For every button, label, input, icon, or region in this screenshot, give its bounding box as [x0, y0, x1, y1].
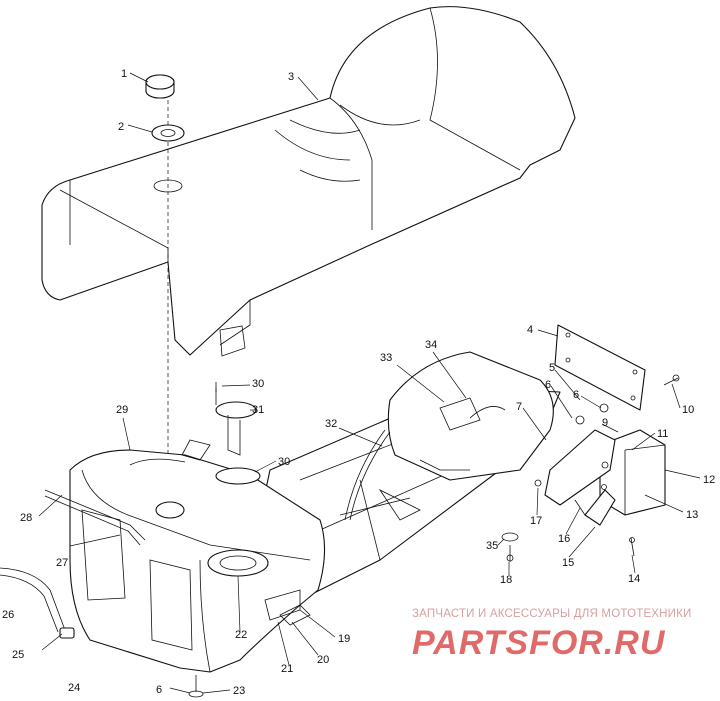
callout-23: 23 [233, 685, 245, 697]
callout-32: 32 [325, 418, 337, 430]
callout-34: 34 [425, 339, 437, 351]
callout-31: 31 [252, 404, 264, 416]
callout-26: 26 [2, 609, 14, 621]
fuel-lines [0, 439, 311, 639]
callout-11: 11 [657, 428, 668, 440]
callout-3: 3 [288, 71, 294, 83]
callout-22: 22 [235, 629, 247, 641]
callout-7: 7 [516, 401, 522, 413]
callout-10: 10 [682, 404, 694, 416]
cap-gasket [151, 124, 185, 142]
callout-33: 33 [380, 352, 392, 364]
callout-20: 20 [317, 654, 329, 666]
callout-27: 27 [56, 557, 68, 569]
callout-30a: 30 [252, 378, 264, 390]
fuel-tank [69, 449, 326, 673]
watermark-logo: PARTSFOR.RU [412, 624, 666, 662]
vent-hose [344, 429, 391, 521]
callout-29: 29 [116, 404, 128, 416]
callout-30b: 30 [278, 456, 290, 468]
watermark-subtitle: ЗАПЧАСТИ И АКСЕССУАРЫ ДЛЯ МОТОТЕХНИКИ [412, 608, 692, 620]
callout-14: 14 [628, 573, 640, 585]
callout-21: 21 [281, 663, 293, 675]
fuel-cap [145, 74, 175, 99]
callout-2: 2 [118, 121, 124, 133]
callout-6a: 6 [545, 379, 551, 391]
tail-light-housing [544, 403, 666, 526]
callout-24: 24 [68, 682, 80, 694]
callout-4: 4 [527, 324, 533, 336]
callout-9: 9 [602, 417, 608, 429]
callout-19: 19 [338, 633, 350, 645]
license-plate [554, 324, 646, 411]
leader-lines [38, 72, 701, 694]
callout-16: 16 [558, 533, 570, 545]
callout-18: 18 [500, 574, 512, 586]
callout-6b: 6 [573, 389, 579, 401]
callout-1: 1 [121, 68, 127, 80]
callout-15: 15 [562, 557, 574, 569]
callout-28: 28 [20, 512, 32, 524]
fuel-gauge-sender [215, 388, 257, 456]
callout-25: 25 [12, 649, 24, 661]
callout-13: 13 [686, 509, 698, 521]
callout-35: 35 [486, 540, 498, 552]
callout-17: 17 [530, 515, 542, 527]
callout-12: 12 [703, 474, 715, 486]
hardware [188, 374, 680, 698]
callout-labels: 1 2 3 4 5 6 6 6 7 9 10 11 12 13 14 15 16… [2, 68, 715, 697]
callout-5: 5 [549, 362, 555, 374]
callout-6c: 6 [156, 684, 162, 696]
air-box [387, 351, 554, 481]
seat [41, 6, 576, 500]
